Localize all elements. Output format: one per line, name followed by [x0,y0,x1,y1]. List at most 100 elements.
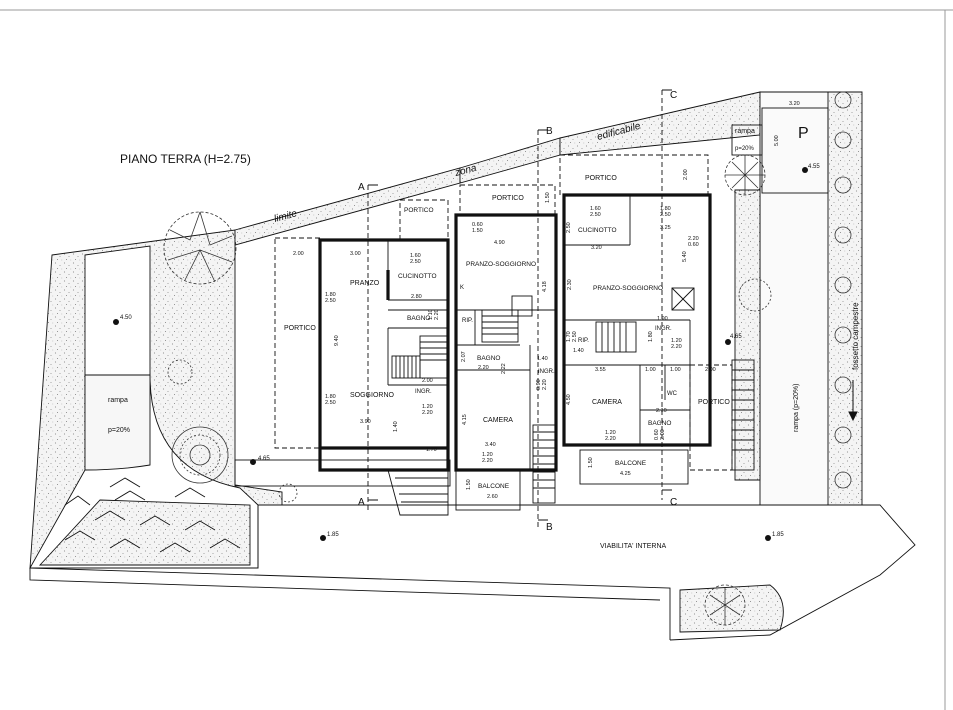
room-pranzo-soggiorno-middle: PRANZO-SOGGIORNO [466,261,536,268]
room-ingr-right: INGR. [655,326,672,332]
room-wc: WC [667,391,678,397]
dim-425: 4.25 [620,471,631,477]
room-ingr-left: INGR. [415,389,432,395]
dim-355: 3.55 [595,367,606,373]
section-c-top: C [670,90,677,101]
dim-150c: 1.50 [588,457,594,468]
section-a-top: A [358,182,365,193]
room-cucinotto-right: CUCINOTTO [578,227,617,234]
unit-left [234,199,451,516]
room-balcone-middle: BALCONE [478,483,510,490]
dim-180: 1.80 [648,331,654,342]
room-soggiorno: SOGGIORNO [350,392,395,399]
section-lines [367,90,663,530]
site-areas [29,91,916,641]
dim-415: 4.15 [462,414,468,425]
dim-220a: 2.20 [478,365,489,371]
dim-200a: 2.00 [293,251,304,257]
dim-340: 3.40 [485,442,496,448]
dim-260: 2.60 [487,494,498,500]
level-185b: 1.85 [772,532,784,538]
room-cucinotto-left: CUCINOTTO [398,273,437,280]
dim-418: 4.18 [542,281,548,292]
dim-200b: 2.00 [422,378,433,384]
room-rip-right: RIP. [578,338,589,344]
room-portico-right-top: PORTICO [585,175,617,182]
dim-140b: 1.40 [537,356,548,362]
dim-540: 5.40 [682,251,688,262]
room-portico-middle: PORTICO [492,195,524,202]
dim-210: 2.10 [656,408,667,414]
page-frame [0,9,953,710]
labels: PIANO TERRA (H=2.75) limite zona edifica… [108,90,860,550]
unit-right [559,107,829,485]
dim-490: 4.90 [494,240,505,246]
tree-top-left [163,211,237,285]
level-455: 4.55 [808,164,820,170]
dim-250: 2.50 [566,222,572,233]
room-portico-right: PORTICO [698,399,730,406]
lane-arrow [848,380,858,422]
dim-140a: 1.40 [393,421,399,432]
dim-500: 5.00 [774,135,780,146]
hedge-right [834,91,852,489]
level-450: 4.50 [120,315,132,321]
room-bagno-left: BAGNO [407,315,430,322]
dim-150a: 1.50 [545,192,551,203]
dim-110-220: 1.102.20 [428,309,440,320]
level-465b: 4.65 [730,334,742,340]
label-rampa-left-slope: p=20% [108,427,130,434]
dim-100b: 1.00 [670,367,681,373]
dim-325: 3.25 [660,225,671,231]
dim-200c: 2.00 [705,367,716,373]
room-balcone-right: BALCONE [615,460,647,467]
level-465a: 4.65 [258,456,270,462]
dim-450: 4.50 [566,394,572,405]
dim-940: 9.40 [334,335,340,346]
room-bagno-right: BAGNO [648,420,671,427]
dim-060-200: 0.602.00 [654,429,666,440]
dim-207: 2.07 [461,351,467,362]
label-viabilita: VIABILITA' INTERNA [600,543,666,550]
plan-title: PIANO TERRA (H=2.75) [120,152,251,166]
room-pranzo: PRANZO [350,280,380,287]
tree-top-right [724,154,766,196]
unit-middle [454,184,558,511]
level-markers [113,167,808,541]
room-camera-middle: CAMERA [483,417,513,424]
dim-320a: 3.20 [591,245,602,251]
room-bagno-middle: BAGNO [477,355,500,362]
dim-170-250: 1.702.50 [566,331,578,342]
section-arrows [368,89,672,521]
dim-320b: 3.20 [789,101,800,107]
section-b-top: B [546,126,553,137]
room-pranzo-soggiorno-right: PRANZO-SOGGIORNO [593,285,663,292]
room-ingr-middle: INGR. [538,369,555,375]
label-rampa-left: rampa [108,397,128,404]
room-portico-top-left: PORTICO [404,207,434,214]
dim-230: 2.30 [567,279,573,290]
dim-280: 2.80 [411,294,422,300]
dim-190: 1.90 [657,316,668,322]
tree-bottom-left [171,426,229,484]
room-rip-middle: RIP. [462,318,473,324]
dim-090-220: 0.902.20 [536,379,548,390]
level-185a: 1.85 [327,532,339,538]
trees [163,91,852,626]
section-c-bottom: C [670,497,677,508]
dim-170: 1.70 [426,447,437,453]
tree-mid-left [167,359,193,385]
label-rampa-top-slope: p=20% [735,146,755,152]
label-rampa-top: rampa [735,128,755,135]
dim-222: 2.22 [501,363,507,374]
